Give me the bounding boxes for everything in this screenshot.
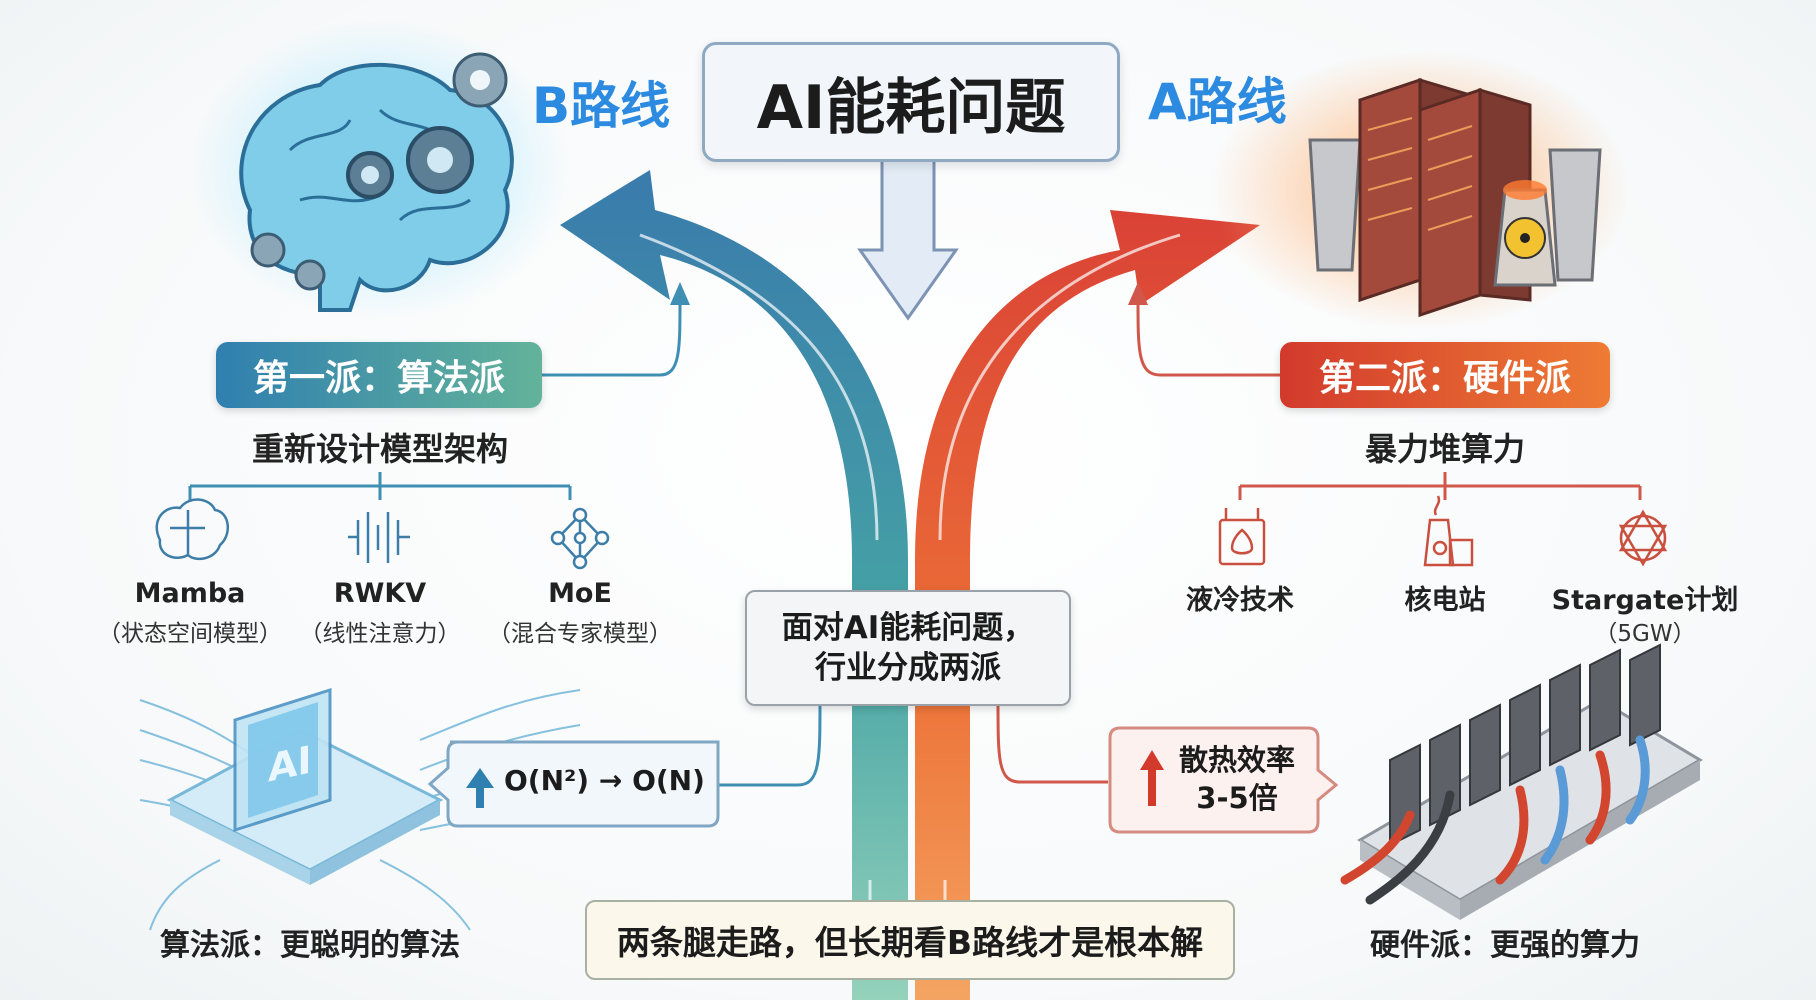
linear-attention-icon <box>348 512 410 563</box>
cooling-text: 散热效率 3-5倍 <box>1172 742 1302 817</box>
center-line-1: 面对AI能耗问题， <box>781 609 1035 646</box>
complexity-text: O(N²) → O(N) <box>504 764 705 797</box>
cooling-callout <box>1108 726 1339 834</box>
right-connectors <box>996 299 1642 784</box>
item-moe-note: （混合专家模型） <box>488 621 672 647</box>
item-mamba-note: （状态空间模型） <box>98 621 282 647</box>
center-callout: 面对AI能耗问题， 行业分成两派 <box>745 590 1071 706</box>
server-racks-illustration <box>1340 643 1703 920</box>
item-liquid-cooling-name: 液冷技术 <box>1186 585 1294 616</box>
complexity-callout <box>427 740 720 828</box>
liquid-cooling-icon <box>1218 508 1266 566</box>
hardware-school-pill: 第二派：硬件派 <box>1280 342 1610 408</box>
hardware-subtitle: 暴力堆算力 <box>1364 430 1525 468</box>
network-icon <box>550 507 610 570</box>
cooling-line-2: 3-5倍 <box>1196 780 1278 815</box>
item-stargate-name: Stargate计划 <box>1551 585 1739 616</box>
route-b-label: B路线 <box>532 77 671 135</box>
hardware-caption: 硬件派：更强的算力 <box>1370 928 1640 963</box>
datacenter-nuclear-illustration <box>1210 50 1630 330</box>
ai-chip-illustration <box>139 687 581 931</box>
algorithm-school-pill: 第一派：算法派 <box>216 342 542 408</box>
left-connectors <box>188 299 822 787</box>
center-line-2: 行业分成两派 <box>815 650 1001 686</box>
complexity-arrow: → <box>598 764 623 797</box>
algorithm-subtitle: 重新设计模型架构 <box>251 430 508 468</box>
title-down-arrow <box>857 154 959 321</box>
nuclear-plant-icon <box>1423 495 1474 567</box>
brain-gears-illustration <box>190 20 570 320</box>
route-a-label: A路线 <box>1148 73 1287 131</box>
item-nuclear-name: 核电站 <box>1404 585 1486 616</box>
stargate-icon <box>1618 509 1668 567</box>
left-connector-arrowhead <box>670 282 690 305</box>
item-rwkv-note: （线性注意力） <box>299 621 461 647</box>
item-mamba-name: Mamba <box>134 578 246 609</box>
bottom-conclusion: 两条腿走路，但长期看B路线才是根本解 <box>585 900 1235 980</box>
right-connector-arrowhead <box>1128 282 1148 305</box>
cooling-line-1: 散热效率 <box>1178 743 1295 777</box>
complexity-from: O(N²) <box>504 764 590 797</box>
complexity-to: O(N) <box>632 764 705 797</box>
page-title: AI能耗问题 <box>702 42 1120 162</box>
item-rwkv-name: RWKV <box>333 578 427 609</box>
brain-icon <box>155 498 229 561</box>
item-stargate-note: （5GW） <box>1594 621 1696 647</box>
algorithm-caption: 算法派：更聪明的算法 <box>160 928 460 963</box>
ai-chip-label: AI <box>268 737 312 791</box>
item-moe-name: MoE <box>548 578 612 609</box>
